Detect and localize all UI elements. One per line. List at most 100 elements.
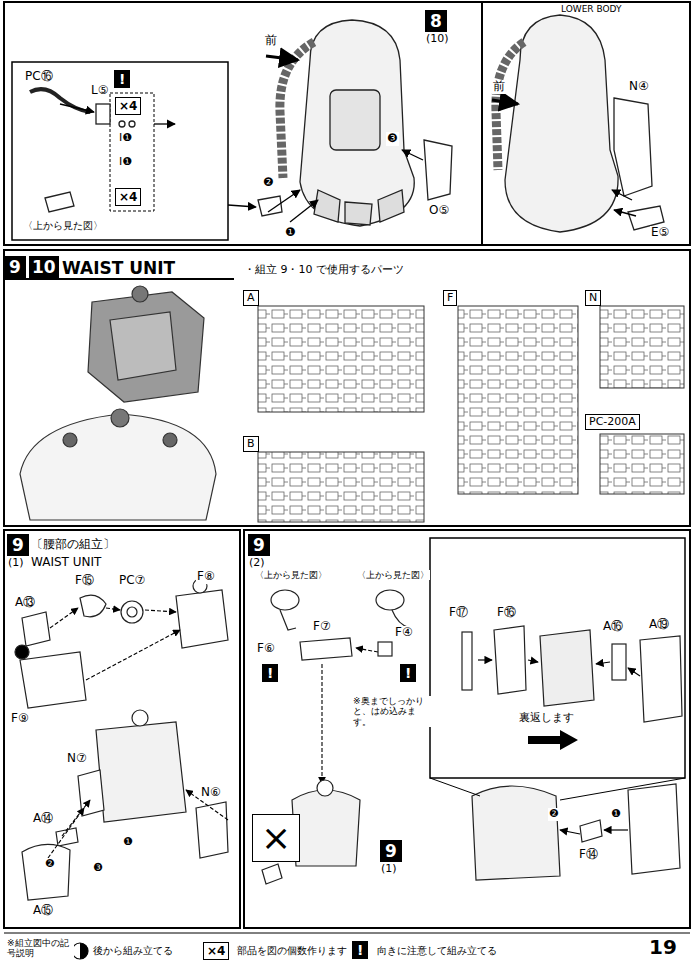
body-illustration	[614, 98, 652, 196]
part-drawing	[580, 820, 602, 842]
step-box: ×4	[115, 97, 141, 115]
part-label: N⑥	[200, 786, 222, 800]
part-label: F⑥	[256, 642, 276, 656]
arrow	[614, 210, 636, 216]
part-label: 〈上から見た図〉	[22, 220, 104, 232]
part-label: ❸	[92, 862, 104, 875]
panel-frame	[12, 62, 228, 240]
part-drawing	[640, 636, 682, 722]
runner	[258, 306, 424, 412]
part-label: L⑤	[90, 84, 109, 98]
part-label: I❶	[118, 132, 133, 145]
part-label: A⑮	[32, 904, 54, 918]
part-label: 後から組み立てる	[92, 945, 174, 957]
part-label: A⑲	[648, 618, 670, 632]
arrow	[628, 668, 640, 676]
arrow	[60, 56, 636, 222]
arrow	[560, 830, 580, 834]
arrow	[604, 829, 628, 830]
box-text: 9	[4, 256, 26, 278]
assembled-view	[110, 312, 176, 380]
part-drawing	[612, 644, 626, 680]
inset-leader	[430, 778, 480, 796]
part-drawing	[317, 780, 333, 796]
part-drawing	[20, 652, 86, 708]
arrow	[478, 660, 640, 834]
step-box: 9(2)	[248, 534, 270, 570]
part-label: F⑧	[196, 570, 216, 584]
part-label: F⑯	[496, 606, 517, 620]
part-drawing	[121, 601, 143, 623]
part-drawing	[376, 590, 404, 610]
body-illustration	[258, 15, 664, 232]
body-illustration	[300, 20, 414, 226]
box-text: 9	[380, 840, 402, 862]
part-label: WAIST UNIT	[30, 556, 102, 570]
step-box: 9(1)	[380, 840, 402, 876]
part-label: N⑦	[66, 752, 88, 766]
panel-frame	[4, 2, 690, 245]
part-label: O⑤	[428, 204, 450, 218]
part-drawing	[127, 607, 137, 617]
later-symbol	[72, 943, 88, 959]
arrow	[612, 190, 632, 200]
box-text: 10	[29, 256, 59, 278]
runner	[600, 306, 684, 388]
body-illustration	[258, 196, 282, 216]
step-box: !	[400, 664, 416, 682]
part-drawing	[132, 710, 148, 726]
body-illustration	[330, 90, 380, 150]
box-text: N	[589, 291, 597, 304]
part-label: F⑭	[578, 848, 599, 862]
part-label: LOWER BODY	[560, 4, 623, 14]
part-label: F⑮	[74, 574, 95, 588]
arrow	[528, 660, 538, 662]
sub-number: (1)	[7, 556, 25, 570]
arrow	[492, 100, 518, 104]
runner-letter: PC-200A	[585, 414, 640, 430]
part-label: N④	[628, 80, 650, 94]
part-label: ※奥までしっかりと、はめ込みます。	[352, 696, 432, 727]
box-text: B	[247, 437, 255, 450]
box-text: A	[247, 291, 255, 304]
step-box: !	[114, 70, 130, 88]
flip-arrow	[528, 730, 578, 750]
arrow	[154, 123, 175, 124]
part-drawing	[494, 626, 526, 694]
part-drawing	[196, 802, 228, 858]
part-drawing	[271, 590, 299, 610]
part-label: ❶	[122, 836, 134, 849]
box-text: ×4	[119, 99, 137, 113]
body-illustration	[424, 140, 452, 200]
runner	[258, 452, 424, 522]
part-label: ❷	[44, 858, 56, 871]
part-label: A⑯	[602, 620, 624, 634]
runner-letter: N	[585, 290, 601, 306]
arrow	[321, 664, 322, 784]
arrow	[596, 662, 610, 664]
step-box: 9	[4, 256, 26, 278]
step-box: 8(10)	[425, 10, 450, 46]
flip-arrow	[528, 730, 578, 750]
part-drawing	[78, 770, 104, 816]
box-text: 9	[7, 534, 29, 556]
step-box: ×	[252, 814, 300, 862]
part-drawing	[540, 630, 594, 706]
part-drawing	[280, 610, 296, 630]
panel-frame	[4, 2, 690, 933]
box-text: 9	[248, 534, 270, 556]
part-label: 〈上から見た図〉	[254, 570, 328, 580]
part-label: 19	[648, 936, 678, 959]
box-text: !	[119, 71, 125, 87]
sub-number: (2)	[248, 556, 266, 570]
panel-frame	[4, 530, 240, 928]
runner	[458, 306, 578, 494]
body-illustration	[314, 190, 404, 225]
part-drawing	[300, 638, 352, 660]
box-text: F	[447, 291, 453, 304]
part-label: E⑤	[650, 226, 670, 240]
part-drawing	[378, 642, 392, 656]
part-drawing	[15, 645, 29, 659]
